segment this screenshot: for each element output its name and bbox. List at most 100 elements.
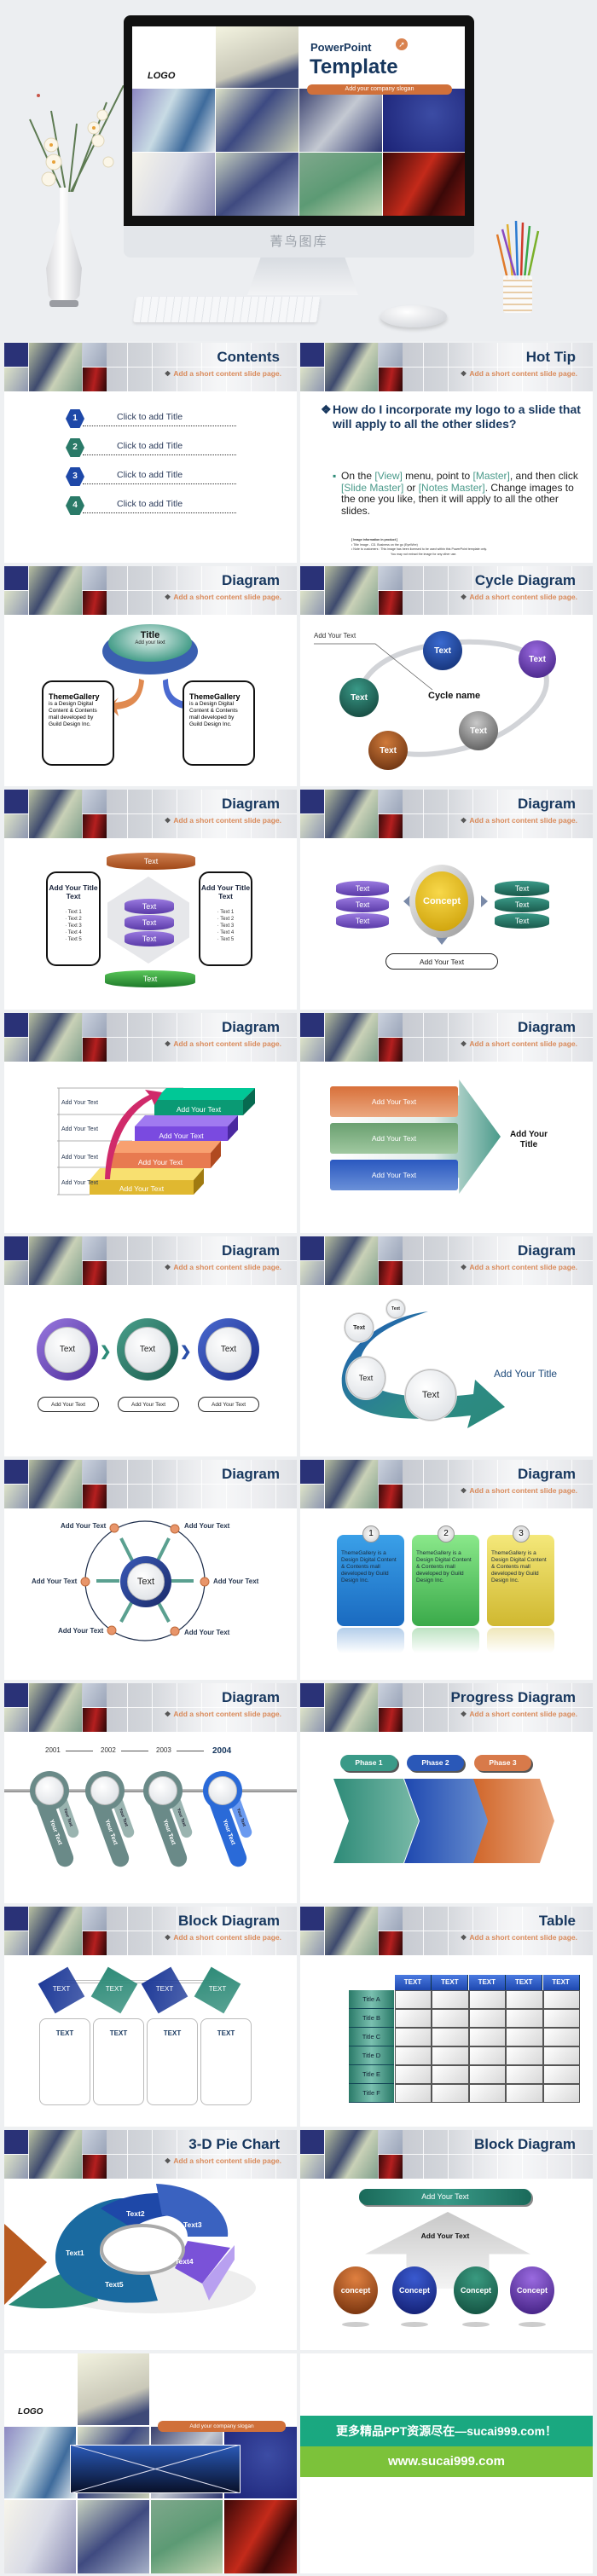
table-cell[interactable] — [468, 2028, 507, 2046]
slide-diagram-circles[interactable]: Diagram ❖Add a short content slide page.… — [4, 1236, 297, 1456]
table-cell[interactable] — [395, 2009, 432, 2028]
slide-subtitle: ❖Add a short content slide page. — [164, 2156, 281, 2165]
table-row-label: Title A — [349, 1990, 394, 2009]
table-cell[interactable] — [432, 2046, 469, 2065]
table-cell[interactable] — [542, 2065, 580, 2084]
table-cell[interactable] — [432, 2084, 469, 2103]
slide-progress-diagram[interactable]: Progress Diagram ❖Add a short content sl… — [300, 1683, 593, 1903]
slide-title: Diagram — [517, 1466, 576, 1482]
pie-label: Text4 — [175, 2257, 194, 2266]
table-cell[interactable] — [395, 2084, 432, 2103]
slide-3d-pie-chart[interactable]: 3-D Pie Chart ❖Add a short content slide… — [4, 2130, 297, 2350]
table-cell[interactable] — [432, 1990, 469, 2009]
slide-closing[interactable]: LOGO Add your company slogan — [4, 2353, 297, 2573]
monitor-chin-watermark: 菁鸟图库 — [124, 226, 474, 258]
table-header: TEXT — [468, 1975, 506, 1990]
table-cell[interactable] — [542, 2009, 580, 2028]
slide-diagram-curve-arrow[interactable]: Diagram ❖Add a short content slide page.… — [300, 1236, 593, 1456]
contents-item[interactable]: Click to add Title — [117, 441, 183, 451]
slide-title: Diagram — [221, 1019, 280, 1035]
slide-diagram-cards[interactable]: Diagram ❖Add a short content slide page.… — [300, 1460, 593, 1680]
slide-title: Block Diagram — [473, 2136, 576, 2152]
timeline-pin — [203, 1771, 242, 1810]
slide-subtitle: ❖Add a short content slide page. — [460, 1263, 577, 1271]
table-cell[interactable] — [506, 1990, 543, 2009]
table-cell[interactable] — [395, 2046, 432, 2065]
contents-item[interactable]: Click to add Title — [117, 470, 183, 480]
promo-url[interactable]: www.sucai999.com — [300, 2446, 593, 2477]
caption-pill: Add Your Text — [198, 1397, 259, 1412]
slide-cycle-diagram[interactable]: Cycle Diagram ❖Add a short content slide… — [300, 566, 593, 786]
table-cell[interactable] — [506, 2065, 543, 2084]
table-cell[interactable] — [542, 2028, 580, 2046]
promo-banner[interactable]: 更多精品PPT资源尽在—sucai999.com！ — [300, 2416, 593, 2446]
curved-arrow — [341, 1311, 505, 1428]
slide-diagram-title-boxes[interactable]: Diagram ❖Add a short content slide page.… — [4, 566, 297, 786]
slide-title: Hot Tip — [525, 349, 576, 365]
slide-diagram-cylinders[interactable]: Diagram ❖Add a short content slide page.… — [4, 790, 297, 1010]
table-cell[interactable] — [542, 2046, 580, 2065]
table-cell[interactable] — [468, 2065, 507, 2084]
number-hexagon: 3 — [66, 467, 84, 486]
table-cell[interactable] — [506, 2009, 543, 2028]
table-cell[interactable] — [468, 2046, 507, 2065]
info-box-right: ThemeGallery is a Design Digital Content… — [183, 680, 255, 766]
slide-header-mosaic — [4, 790, 297, 838]
slide-header-mosaic — [300, 1013, 593, 1062]
slide-hot-tip[interactable]: Hot Tip ❖Add a short content slide page.… — [300, 343, 593, 563]
contents-item[interactable]: Click to add Title — [117, 499, 183, 509]
pie-slice-3 — [156, 2184, 229, 2237]
table-cell[interactable] — [432, 2028, 469, 2046]
slide-promo[interactable]: 更多精品PPT资源尽在—sucai999.com！ www.sucai999.c… — [300, 2353, 593, 2573]
table-cell[interactable] — [506, 2084, 543, 2103]
step-label: Add Your Text — [61, 1155, 99, 1161]
dotted-divider — [83, 425, 236, 426]
step-text: Add Your Text — [137, 1158, 183, 1166]
vase-illustration — [46, 188, 82, 303]
contents-item[interactable]: Click to add Title — [117, 412, 183, 422]
slide-subtitle: ❖Add a short content slide page. — [164, 1039, 281, 1048]
slide-diagram-concept[interactable]: Diagram ❖Add a short content slide page.… — [300, 790, 593, 1010]
table-cell[interactable] — [506, 2028, 543, 2046]
diamond-label: TEXT — [208, 1985, 227, 1993]
cycle-node: Text — [519, 640, 556, 678]
step-label: Add Your Text — [61, 1180, 99, 1186]
slide-diagram-radial[interactable]: Diagram Text Add Your Text Add Your Text… — [4, 1460, 297, 1680]
list-item: · Text 4 — [65, 930, 82, 935]
table-cell[interactable] — [468, 1990, 507, 2009]
cycle-node: Text — [459, 711, 498, 750]
concept-ball: Concept — [454, 2266, 498, 2314]
phase-chevron — [333, 1779, 419, 1863]
pie-slice-4-side — [202, 2245, 235, 2301]
cycle-node: Text — [423, 631, 462, 670]
table-cell[interactable] — [542, 2084, 580, 2103]
list-item: · Text 3 — [217, 923, 235, 929]
caption-pill: Add Your Text — [385, 953, 498, 970]
slide-table[interactable]: Table ❖Add a short content slide page. T… — [300, 1907, 593, 2127]
table-cell[interactable] — [395, 2028, 432, 2046]
arrow-label: Add Your Text — [420, 2232, 470, 2240]
table-cell[interactable] — [395, 1990, 432, 2009]
text-block: TEXT — [39, 2018, 90, 2105]
table-cell[interactable] — [542, 1990, 580, 2009]
slide-title: Contents — [217, 349, 280, 365]
slide-diagram-timeline[interactable]: Diagram ❖Add a short content slide page.… — [4, 1683, 297, 1903]
slide-block-diagram[interactable]: Block Diagram ❖Add a short content slide… — [4, 1907, 297, 2127]
slide-diagram-arrow[interactable]: Diagram ❖Add a short content slide page.… — [300, 1013, 593, 1233]
slide-block-diagram-concepts[interactable]: Block Diagram Add Your Text Add Your Tex… — [300, 2130, 593, 2350]
slide-contents[interactable]: Contents ❖Add a short content slide page… — [4, 343, 297, 563]
timeline-pin — [143, 1771, 183, 1810]
table-cell[interactable] — [468, 2009, 507, 2028]
slide-diagram-stairs[interactable]: Diagram ❖Add a short content slide page.… — [4, 1013, 297, 1233]
table-header: TEXT — [432, 1975, 469, 1990]
info-card: ThemeGallery is a Design Digital Content… — [337, 1535, 404, 1626]
slide-header-mosaic — [300, 1460, 593, 1508]
table-cell[interactable] — [395, 2065, 432, 2084]
table-cell[interactable] — [432, 2009, 469, 2028]
cycle-node: Text — [339, 678, 379, 717]
table-cell[interactable] — [506, 2046, 543, 2065]
table-cell[interactable] — [432, 2065, 469, 2084]
timeline-pin — [30, 1771, 69, 1810]
table-cell[interactable] — [468, 2084, 507, 2103]
caption-pill: Add Your Text — [38, 1397, 99, 1412]
